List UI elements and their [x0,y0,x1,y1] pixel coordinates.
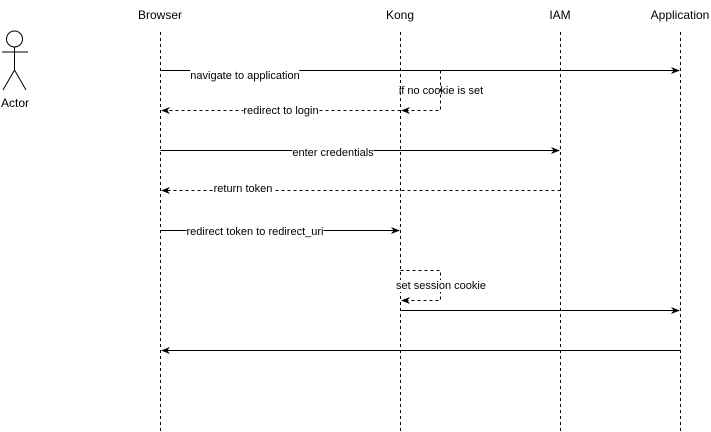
message-label: navigate to application [190,70,300,82]
message-label: return token [213,183,273,195]
message-label: enter credentials [292,147,374,159]
message-label: if no cookie is set [398,85,484,97]
participant-iam: IAM [549,8,571,22]
actor-figure [2,30,28,91]
message-label: redirect to login [243,105,319,117]
message-label: set session cookie [396,280,486,292]
actor-label: Actor [0,96,30,110]
message-label: redirect token to redirect_uri [186,226,324,238]
participant-application: Application [650,8,710,22]
participant-kong: Kong [385,8,415,22]
message-arrow [401,70,441,115]
participant-browser: Browser [137,8,183,22]
